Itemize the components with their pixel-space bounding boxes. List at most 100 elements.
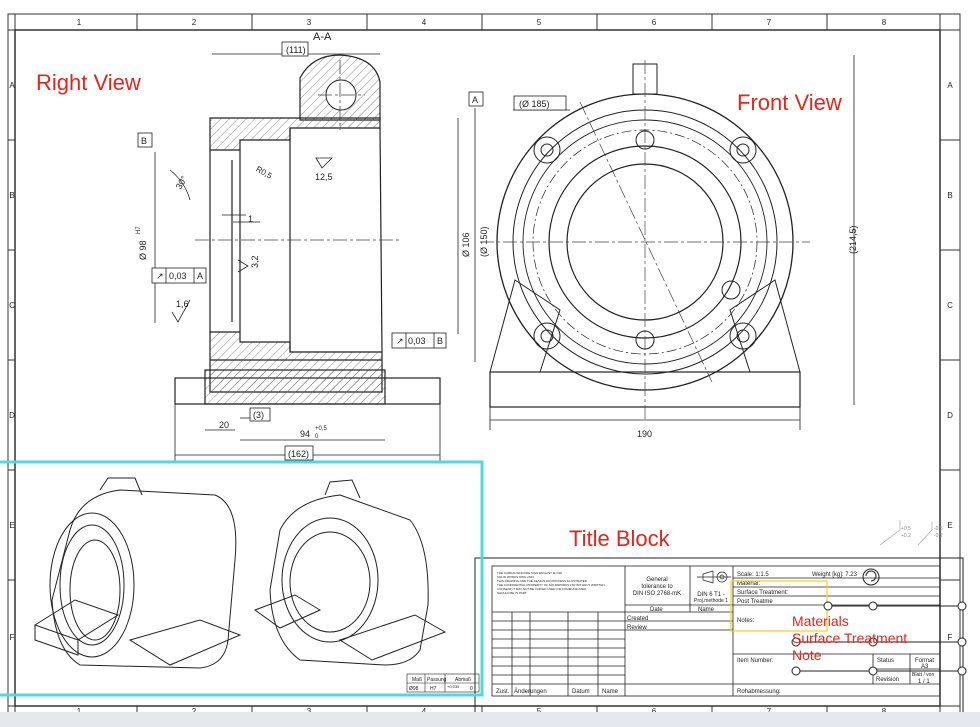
projection-1: DIN 6 T1 - (697, 592, 725, 598)
front-view-annotation: Front View (737, 90, 842, 115)
dim-top-width: (111) (286, 45, 306, 55)
fit-table (406, 673, 480, 693)
col-label-8: 8 (882, 18, 887, 27)
dim-radius: R0,5 (254, 164, 274, 181)
bore-dim-label: Ø 98 H7 (136, 226, 148, 260)
material-label: Material: (737, 581, 760, 587)
dim-flange: 20 (219, 420, 229, 430)
row-label-right-D: D (947, 411, 953, 420)
roughness-symbol-2 (237, 259, 249, 273)
rev-col-3: Datum (572, 689, 590, 695)
row-label-right-E: E (947, 521, 952, 530)
front-left-foot (489, 279, 561, 373)
right-view-annotation: Right View (36, 70, 141, 95)
svg-text:Ø 98: Ø 98 (138, 240, 148, 260)
svg-text:SHOULD BE IN PART: SHOULD BE IN PART (497, 591, 527, 595)
front-height-dim: (214,5) (848, 225, 858, 254)
dim-overall: (162) (288, 449, 309, 459)
general-tolerance-3: DIN ISO 2768-mK (633, 591, 681, 597)
projection-symbol-icon (697, 570, 731, 584)
section-title: A-A (313, 31, 332, 43)
callout-connectors (791, 601, 967, 676)
col-label-3: 3 (307, 18, 312, 27)
scale-label: Scale: 1:1.5 (737, 572, 769, 578)
name-label: Name (698, 607, 715, 613)
col-label-2: 2 (192, 18, 197, 27)
svg-text:THIS DRAWING AND THE DESIGN OR: THIS DRAWING AND THE DESIGN OR PROCESS I… (497, 579, 588, 583)
zone-ruler-ticks (8, 14, 960, 716)
roughness-1-6: 1,6 (176, 299, 189, 309)
col-label-6: 6 (652, 18, 657, 27)
isometric-view-right (253, 479, 447, 666)
col-label-4: 4 (422, 18, 427, 27)
dim-length: 94 (300, 429, 310, 439)
runout-value-2: 0,03 (408, 336, 426, 346)
viewer-bottom-bar (0, 712, 980, 727)
dim-inner-dia: Ø 106 (461, 232, 471, 257)
section-upper-wall (209, 117, 381, 151)
fit-cell-1: Ø98 (409, 686, 419, 692)
fit-cell-2: H7 (430, 686, 437, 692)
general-tolerance-2: tolerance to (641, 584, 673, 590)
post-treatment-label: Post Treatme (737, 599, 773, 605)
dim-shoulder: (3) (253, 410, 264, 420)
front-bolt-circle-dim: (Ø 185) (519, 99, 550, 109)
roughness-symbol-3 (171, 299, 191, 323)
surface-treatment-label: Surface Treatment: (737, 590, 788, 596)
svg-text:THE CARDAN ENCODE SIGN ENGLIST: THE CARDAN ENCODE SIGN ENGLIST IE C00 (497, 571, 562, 575)
title-block-annotation: Title Block (569, 526, 670, 551)
sheet-label: Blatt / von (912, 672, 934, 678)
row-label-A: A (9, 81, 15, 90)
row-label-D: D (9, 411, 15, 420)
tol-lower: +0,2 (901, 533, 911, 539)
row-label-right-C: C (947, 301, 953, 310)
datum-box-a (468, 91, 484, 107)
roughness-12-5: 12,5 (315, 172, 333, 182)
revision-rotate-icon (862, 568, 880, 586)
runout-value-1: 0,03 (169, 271, 187, 281)
tol-upper-2: -0,5 (934, 526, 943, 532)
dim-chamfer-angle: 30° (174, 174, 190, 191)
runout-frame-b (391, 332, 447, 349)
datum-b-label: B (141, 136, 147, 146)
datum-a-label: A (472, 95, 478, 105)
roughness-symbol-1 (315, 157, 333, 169)
row-label-right-B: B (947, 191, 952, 200)
created-label: Created (627, 616, 648, 622)
fit-cell-4: 0 (470, 686, 473, 692)
runout-ref-2: B (437, 336, 443, 346)
note-annotation: Note (792, 647, 822, 663)
col-label-bottom-4: 4 (422, 707, 427, 716)
weight-label: Weight [kg]: 7.23 (812, 572, 858, 578)
col-label-7: 7 (767, 18, 772, 27)
dim-length-tol-lower: 0 (315, 434, 319, 440)
sheet-value: 1 / 1 (918, 679, 930, 685)
rohabmessung-label: Rohabmessung: (737, 689, 781, 695)
row-label-right-F: F (948, 633, 953, 642)
row-label-C: C (9, 301, 15, 310)
col-label-bottom-3: 3 (307, 707, 312, 716)
review-label: Review (627, 625, 647, 631)
runout-ref-1: A (197, 271, 203, 281)
materials-annotation: Materials (792, 613, 849, 629)
projection-2: Proj.methode 1 (694, 598, 728, 604)
svg-text:↗: ↗ (396, 336, 404, 346)
front-width-dim: 190 (637, 429, 652, 439)
fit-header-1: Maß (412, 677, 422, 683)
sheet-frame (7, 13, 961, 717)
row-label-B: B (9, 191, 14, 200)
datum-box-b (137, 132, 153, 148)
runout-frame-a (151, 267, 207, 284)
groove-dim: 1 (248, 214, 253, 224)
format-value: A3 (921, 664, 929, 670)
isometric-view-left (33, 477, 242, 669)
col-label-bottom-7: 7 (767, 707, 772, 716)
rev-col-2: Änderungen (514, 688, 547, 695)
zone-labels: 1 2 3 4 5 6 7 8 1 2 3 4 5 6 7 8 A B C D … (9, 18, 953, 716)
dim-length-tol-upper: +0,5 (315, 426, 328, 432)
svg-text:SOLID WORKS DWG 2023: SOLID WORKS DWG 2023 (497, 575, 534, 579)
svg-text:CONSENT IT MAY NOT BE COPIED U: CONSENT IT MAY NOT BE COPIED USED OR COM… (497, 587, 587, 591)
front-right-foot (729, 279, 801, 373)
row-label-E: E (9, 521, 14, 530)
